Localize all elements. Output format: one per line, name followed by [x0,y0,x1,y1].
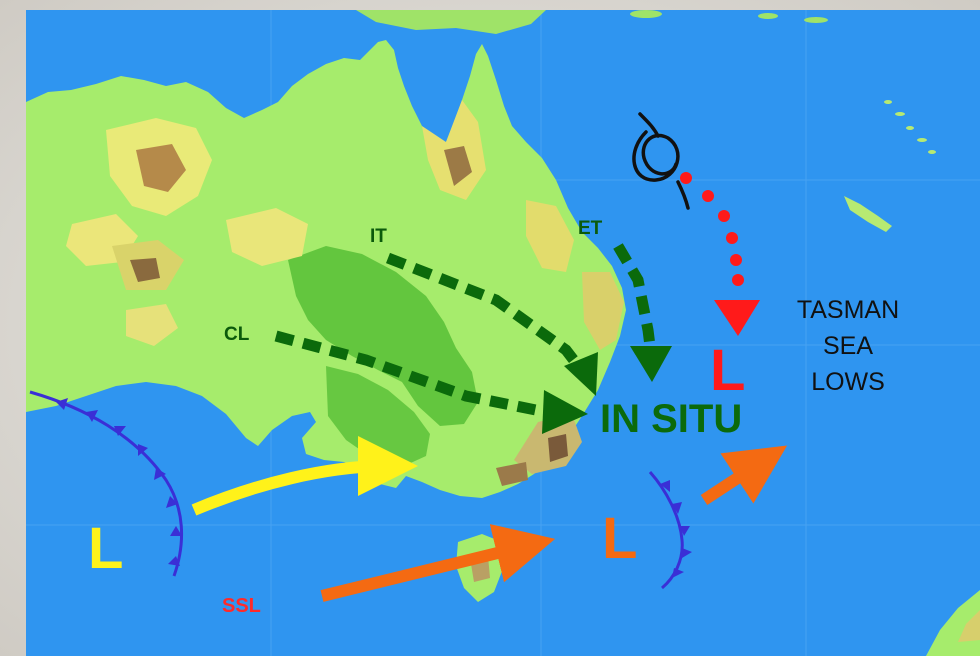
map-canvas: IT ET CL IN SITU TASMAN SEA LOWS SSL L L… [26,10,980,656]
cyclone-icon [632,112,690,210]
yellow-flow-arrow [191,436,418,516]
label-in-situ: IN SITU [600,397,742,441]
label-et: ET [578,218,603,239]
label-ssl: SSL [222,595,261,617]
low-orange: L [602,506,637,571]
ssl-flow-arrow [320,524,556,602]
label-it: IT [370,226,387,247]
map-panel: IT ET CL IN SITU TASMAN SEA LOWS SSL L L… [26,10,980,656]
cl-route [274,330,588,434]
highlands [66,100,624,486]
cold-front-east [648,471,692,590]
cyclone-track [680,172,760,336]
label-sea: SEA [823,332,873,360]
vanuatu-islands [884,100,936,154]
lake-eyre-basin [288,246,478,426]
it-route [386,252,598,396]
new-caledonia [844,196,892,232]
new-guinea [356,10,546,34]
cold-front-symbol [29,390,183,577]
label-lows: LOWS [811,368,885,396]
low-red: L [710,338,745,403]
low-yellow: L [88,516,123,581]
label-tasman: TASMAN [797,296,899,324]
et-route [613,243,672,382]
label-cl: CL [224,324,250,345]
solomon-islands [630,10,828,23]
tasman-flow-arrow [700,445,788,506]
